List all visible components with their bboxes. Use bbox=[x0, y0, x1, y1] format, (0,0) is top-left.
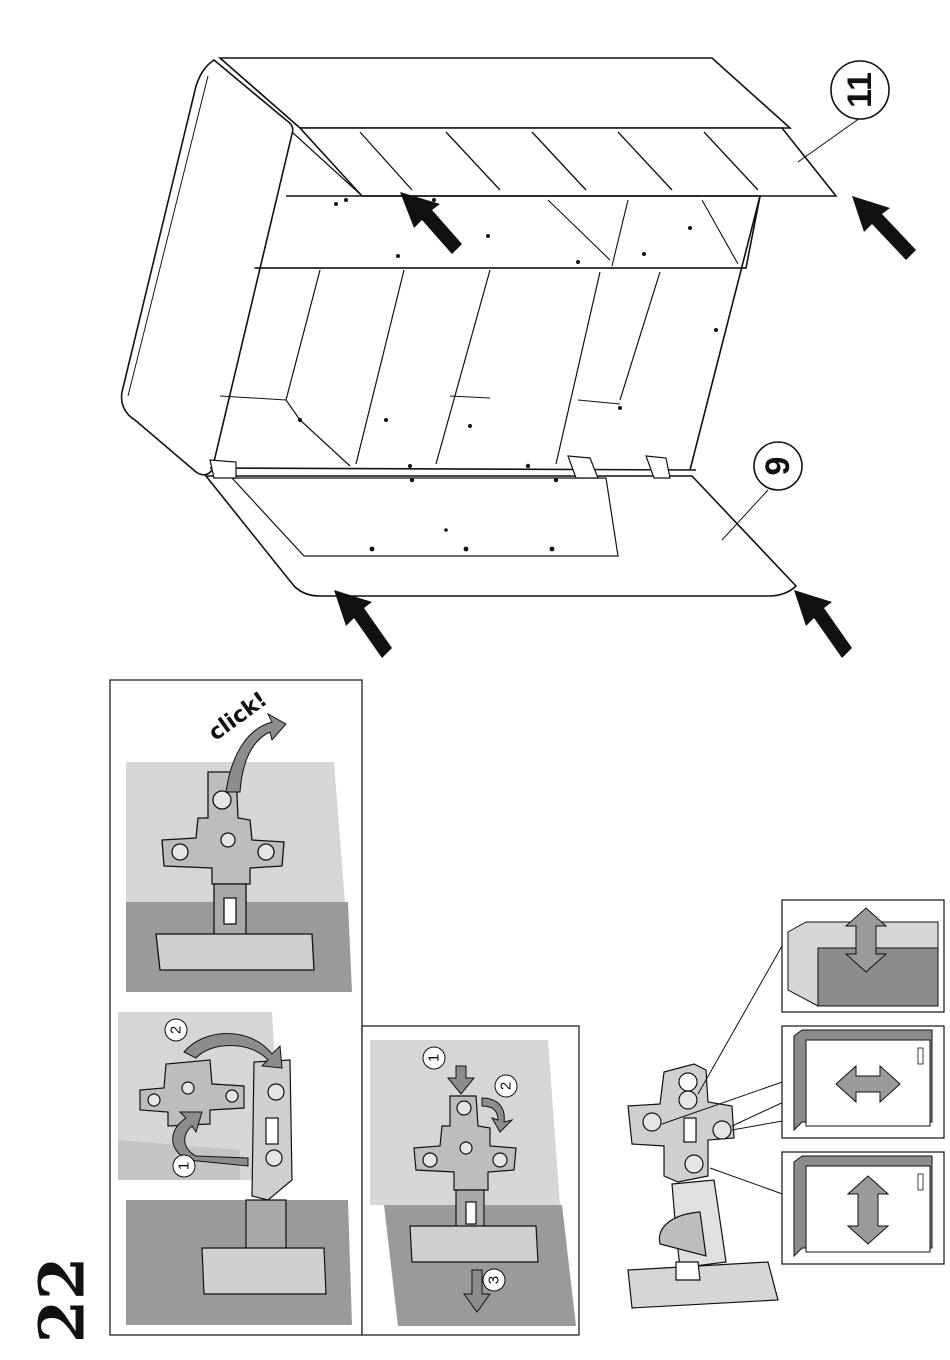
svg-text:2: 2 bbox=[498, 1082, 515, 1090]
svg-text:1: 1 bbox=[176, 1162, 193, 1170]
part-number-label: 9 bbox=[759, 457, 797, 476]
cabinet-illustration bbox=[122, 58, 836, 596]
svg-text:3: 3 bbox=[486, 1276, 503, 1284]
part-number-label: 11 bbox=[841, 72, 879, 108]
hinge-release-panel: 1 2 3 bbox=[362, 1026, 579, 1335]
part-callout-11: 11 bbox=[798, 61, 889, 162]
depth-adjustment-box bbox=[782, 900, 944, 1012]
svg-text:2: 2 bbox=[168, 1026, 185, 1034]
height-adjustment-box bbox=[782, 1152, 944, 1264]
step-marker-2: 2 bbox=[165, 1019, 187, 1041]
svg-text:1: 1 bbox=[426, 1054, 443, 1062]
hinge-clip-panel: click! 1 2 bbox=[110, 680, 362, 1335]
hinge-icon bbox=[628, 1064, 778, 1308]
step-marker-3: 3 bbox=[483, 1269, 505, 1291]
step-marker-1: 1 bbox=[423, 1047, 445, 1069]
step-number: 22 bbox=[26, 1257, 99, 1343]
side-adjustment-box bbox=[782, 1026, 944, 1138]
step-marker-2: 2 bbox=[495, 1075, 517, 1097]
step-marker-1: 1 bbox=[173, 1155, 195, 1177]
hinge-adjustment-detail bbox=[628, 900, 944, 1308]
